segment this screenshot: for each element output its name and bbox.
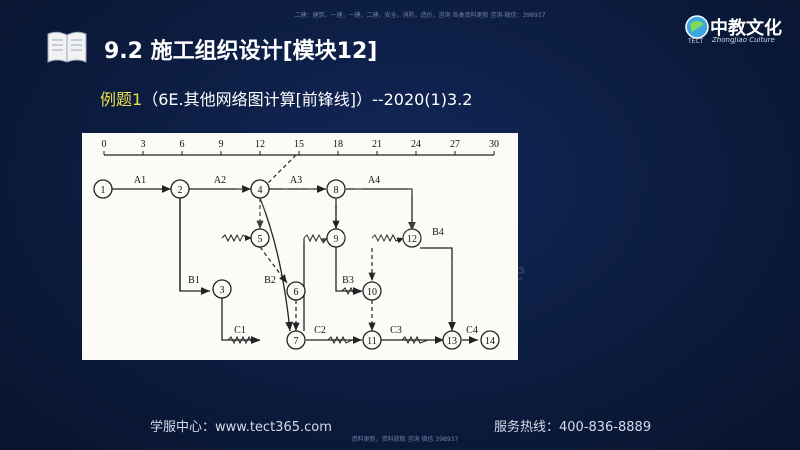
watermark-cn: 中教文化	[210, 184, 450, 254]
network-node	[402, 228, 422, 248]
network-node	[362, 330, 382, 350]
activity-label: A3	[290, 175, 302, 186]
network-node-label: 9	[334, 234, 339, 245]
scale-tick-label: 0	[102, 139, 107, 150]
network-node-label: 1	[101, 185, 106, 196]
activity-label: B2	[264, 275, 276, 286]
example-description: （6E.其他网络图计算[前锋线]）--2020(1)3.2	[142, 90, 473, 109]
edge-b4	[420, 247, 456, 331]
activity-label: B3	[342, 275, 354, 286]
activity-label: C1	[234, 325, 246, 336]
scale-tick-label: 24	[411, 139, 421, 150]
network-node-label: 3	[220, 285, 225, 296]
network-node	[362, 281, 382, 301]
activity-label: C3	[390, 325, 402, 336]
network-node	[286, 281, 306, 301]
scale-tick-label: 27	[450, 139, 460, 150]
network-node	[326, 179, 346, 199]
activity-label: C4	[466, 325, 478, 336]
scale-tick-label: 30	[489, 139, 499, 150]
network-node	[250, 179, 270, 199]
scale-tick-label: 15	[294, 139, 304, 150]
network-node	[93, 179, 113, 199]
activity-label: C2	[314, 325, 326, 336]
network-node-label: 4	[258, 185, 263, 196]
service-center: 学服中心：www.tect365.com	[150, 420, 332, 435]
scale-tick-label: 12	[255, 139, 265, 150]
scale-tick-label: 6	[180, 139, 185, 150]
network-node-label: 8	[334, 185, 339, 196]
network-node	[442, 330, 462, 350]
edge-a4	[346, 188, 416, 231]
scale-tick-label: 21	[372, 139, 382, 150]
activity-label: A2	[214, 175, 226, 186]
network-node	[326, 228, 346, 248]
logo-subtitle: ZhongJiao Culture	[712, 36, 775, 44]
logo-tect: TECT	[688, 38, 704, 45]
network-node-label: 6	[294, 287, 299, 298]
logo-name: 中教文化	[710, 18, 782, 39]
edge-b2	[259, 197, 293, 332]
watermark-en: ZhongJiao Culture	[310, 258, 526, 286]
bottom-note: 资料更新，资料获取 咨询 微信 398937	[351, 436, 459, 443]
activity-label: A1	[134, 175, 146, 186]
network-node-label: 13	[447, 336, 457, 347]
hotline: 服务热线：400-836-8889	[494, 420, 652, 435]
top-note: 二建：建筑，一建，一建，二建，安全，消防，造价，咨询 各类资料更新 咨询-微信：…	[294, 12, 546, 19]
activity-label: B4	[432, 227, 444, 238]
network-node	[212, 279, 232, 299]
section-title: 9.2 施工组织设计[模块12]	[104, 39, 378, 64]
book-icon	[47, 31, 87, 63]
scale-tick-label: 3	[141, 139, 146, 150]
activity-label: B1	[188, 275, 200, 286]
activity-label: A4	[368, 175, 380, 186]
network-node-label: 10	[367, 287, 377, 298]
network-node	[250, 228, 270, 248]
network-node-label: 11	[367, 336, 377, 347]
scale-tick-label: 18	[333, 139, 343, 150]
network-node-label: 5	[258, 234, 263, 245]
scale-tick-label: 9	[219, 139, 224, 150]
example-heading: 例题1（6E.其他网络图计算[前锋线]）--2020(1)3.2	[100, 86, 472, 110]
network-node	[170, 179, 190, 199]
logo-globe-icon	[685, 15, 709, 39]
network-node-label: 7	[294, 336, 299, 347]
network-node-label: 12	[407, 234, 417, 245]
network-node-label: 2	[178, 185, 183, 196]
example-label: 例题1	[100, 90, 143, 109]
network-node	[480, 330, 500, 350]
network-node	[286, 330, 306, 350]
network-node-label: 14	[485, 336, 495, 347]
